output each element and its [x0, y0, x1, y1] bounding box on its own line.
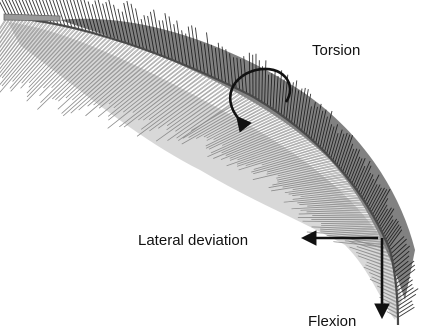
lateral-deviation-label: Lateral deviation — [138, 232, 248, 249]
flexion-label: Flexion — [308, 313, 356, 330]
feather-barb — [55, 0, 65, 26]
feather-barb — [48, 0, 62, 25]
feather-barb — [58, 0, 69, 27]
torsion-label: Torsion — [312, 42, 360, 59]
feather-barb — [65, 0, 75, 29]
